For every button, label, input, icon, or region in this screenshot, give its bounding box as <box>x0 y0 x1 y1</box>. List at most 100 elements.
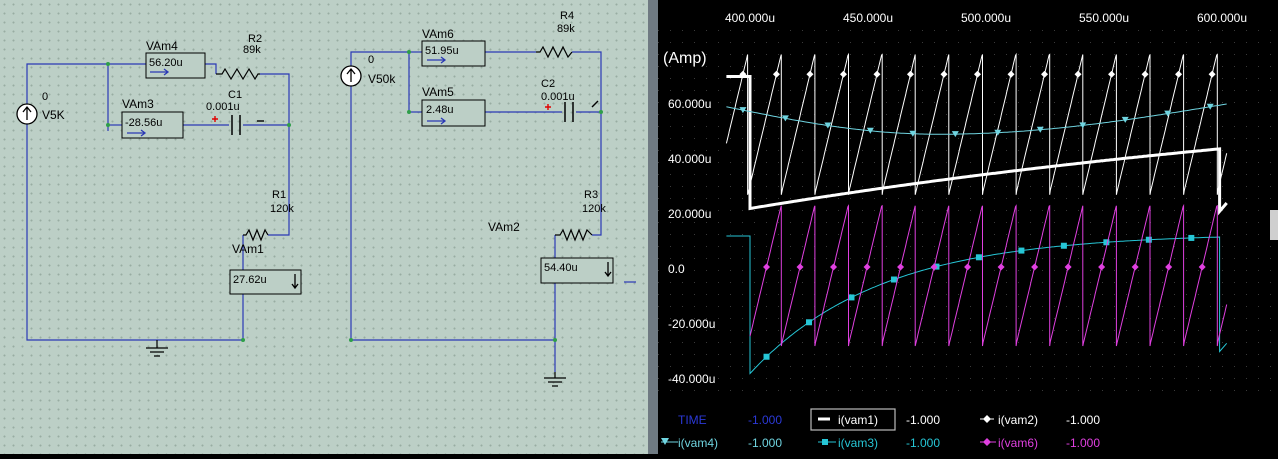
grid-dot <box>850 198 851 199</box>
grid-dot <box>1222 318 1223 319</box>
grid-dot <box>850 102 851 103</box>
grid-dot <box>838 102 839 103</box>
grid-dot <box>790 102 791 103</box>
grid-dot <box>1126 282 1127 283</box>
grid-dot <box>670 138 671 139</box>
legend-item-vam4[interactable]: i(vam4) -1.000 <box>661 436 782 450</box>
scope-scrollbar[interactable] <box>1270 210 1278 240</box>
grid-dot <box>1078 30 1079 31</box>
grid-dot <box>910 54 911 55</box>
capacitor-c1[interactable]: C1 0.001u <box>206 89 264 135</box>
grid-dot <box>1090 114 1091 115</box>
grid-dot <box>1066 186 1067 187</box>
grid-dot <box>778 102 779 103</box>
grid-dot <box>1078 126 1079 127</box>
ammeter-vam6[interactable]: VAm6 51.95u <box>421 27 486 67</box>
grid-dot <box>778 246 779 247</box>
grid-dot <box>1018 258 1019 259</box>
legend-item-vam6[interactable]: i(vam6) -1.000 <box>980 436 1100 450</box>
grid-dot <box>1030 78 1031 79</box>
series-marker-diamond <box>974 70 982 78</box>
ground-symbol-right <box>544 372 566 387</box>
grid-dot <box>1138 246 1139 247</box>
grid-dot <box>658 222 659 223</box>
grid-dot <box>874 210 875 211</box>
source-v5k[interactable]: 0 V5K <box>16 91 65 125</box>
ammeter-vam1[interactable]: VAm1 27.62u <box>229 242 302 295</box>
grid-dot <box>1102 342 1103 343</box>
series-marker-diamond <box>1007 70 1015 78</box>
schematic-canvas[interactable]: 0 V5K R2 89k C1 0.001u R1 120k VAm4 56.2… <box>0 0 648 454</box>
grid-dot <box>694 150 695 151</box>
grid-dot <box>1162 174 1163 175</box>
legend-item-vam3[interactable]: i(vam3) -1.000 <box>818 436 940 450</box>
grid-dot <box>1198 78 1199 79</box>
grid-dot <box>1258 330 1259 331</box>
grid-dot <box>754 234 755 235</box>
grid-dot <box>934 234 935 235</box>
grid-dot <box>682 210 683 211</box>
grid-dot <box>838 174 839 175</box>
grid-dot <box>1066 378 1067 379</box>
capacitor-c2[interactable]: C2 0.001u <box>541 78 599 122</box>
grid-dot <box>802 54 803 55</box>
grid-dot <box>706 54 707 55</box>
grid-dot <box>1078 354 1079 355</box>
grid-dot <box>754 366 755 367</box>
split-divider[interactable] <box>648 0 658 454</box>
grid-dot <box>862 138 863 139</box>
grid-dot <box>898 222 899 223</box>
grid-dot <box>970 246 971 247</box>
grid-dot <box>1054 366 1055 367</box>
grid-dot <box>826 318 827 319</box>
legend-item-vam1[interactable]: i(vam1) -1.000 <box>810 408 940 431</box>
grid-dot <box>1114 102 1115 103</box>
grid-dot <box>730 390 731 391</box>
ammeter-vam4[interactable]: VAm4 56.20u <box>145 39 206 79</box>
grid-dot <box>1126 138 1127 139</box>
ammeter-vam2[interactable]: VAm2 54.40u <box>488 220 614 284</box>
grid-dot <box>934 330 935 331</box>
grid-dot <box>934 90 935 91</box>
grid-dot <box>1258 78 1259 79</box>
grid-dot <box>1090 174 1091 175</box>
ammeter-vam3[interactable]: VAm3 -28.56u <box>121 97 184 139</box>
grid-dot <box>802 210 803 211</box>
grid-dot <box>658 54 659 55</box>
grid-dot <box>874 222 875 223</box>
grid-dot <box>790 54 791 55</box>
grid-dot <box>1222 198 1223 199</box>
grid-dot <box>778 42 779 43</box>
grid-dot <box>850 378 851 379</box>
grid-dot <box>1210 198 1211 199</box>
grid-dot <box>838 258 839 259</box>
source-v50k[interactable]: 0 V50k <box>340 54 396 87</box>
grid-dot <box>1258 390 1259 391</box>
resistor-r1[interactable]: R1 120k <box>243 189 294 242</box>
resistor-r2[interactable]: R2 89k <box>216 33 262 81</box>
grid-dot <box>658 270 659 271</box>
grid-dot <box>946 30 947 31</box>
grid-dot <box>1222 234 1223 235</box>
grid-dot <box>1066 318 1067 319</box>
resistor-r3[interactable]: R3 120k <box>555 189 606 242</box>
grid-dot <box>778 390 779 391</box>
grid-dot <box>754 246 755 247</box>
grid-dot <box>946 162 947 163</box>
grid-dot <box>658 90 659 91</box>
ammeter-vam5[interactable]: VAm5 2.48u <box>421 85 486 127</box>
grid-dot <box>694 30 695 31</box>
grid-dot <box>718 270 719 271</box>
grid-dot <box>1210 174 1211 175</box>
grid-dot <box>1270 186 1271 187</box>
grid-dot <box>1138 282 1139 283</box>
grid-dot <box>850 126 851 127</box>
grid-dot <box>994 30 995 31</box>
resistor-r4[interactable]: R4 89k <box>536 10 575 59</box>
grid-dot <box>898 78 899 79</box>
grid-dot <box>838 234 839 235</box>
grid-dot <box>1078 210 1079 211</box>
grid-dot <box>1138 210 1139 211</box>
legend-item-vam2[interactable]: i(vam2) -1.000 <box>980 413 1100 427</box>
